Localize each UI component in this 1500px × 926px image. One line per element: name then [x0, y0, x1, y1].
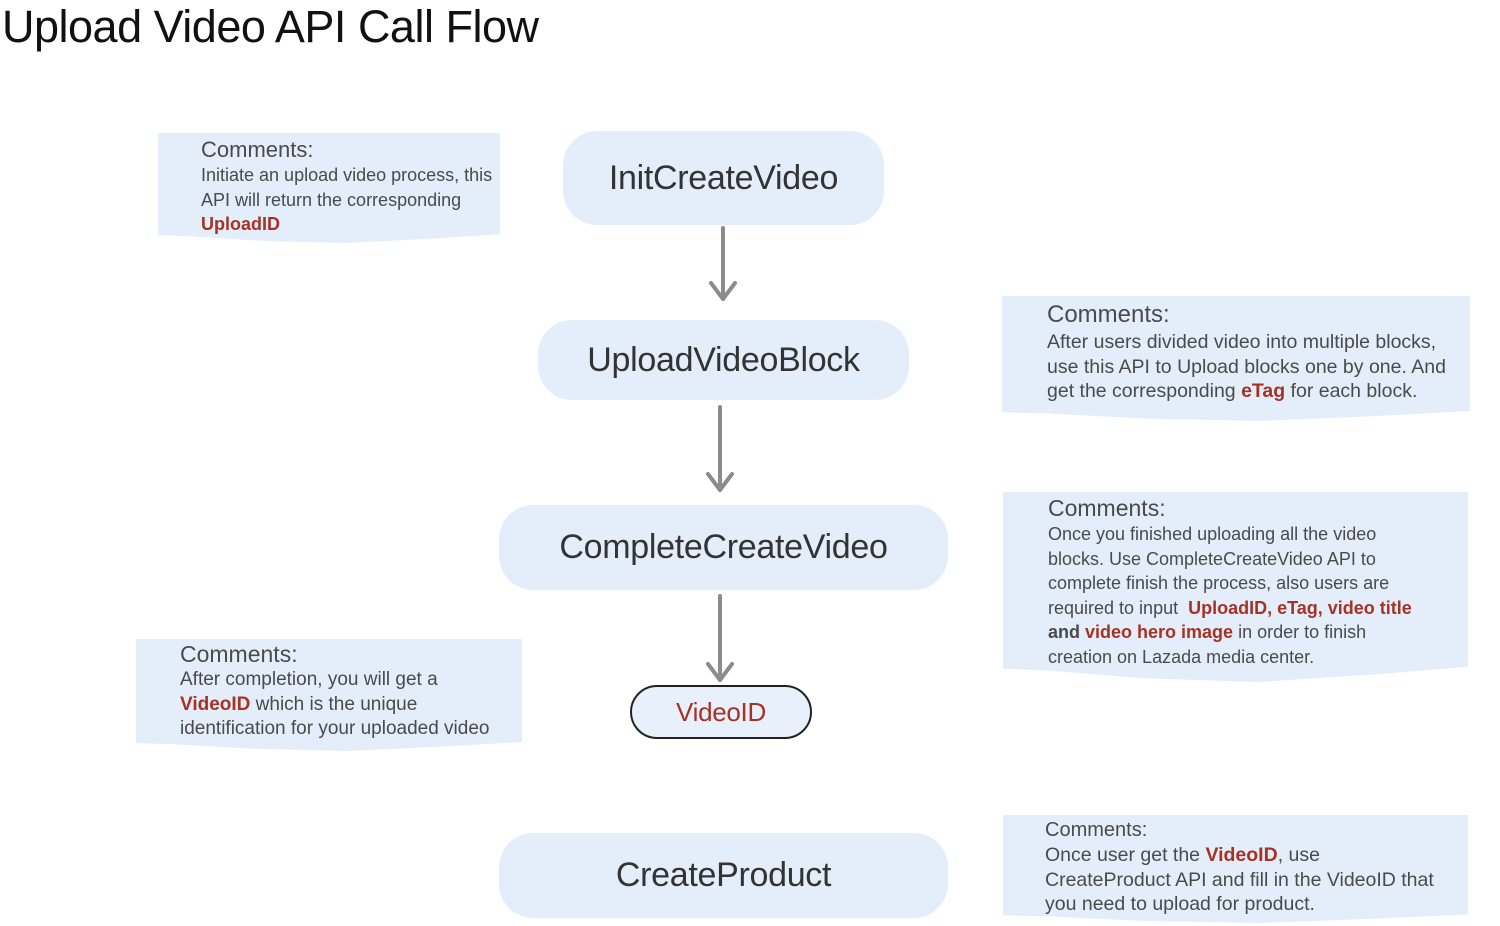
diagram-title: Upload Video API Call Flow — [2, 1, 539, 52]
comment-line: complete finish the process, also users … — [1048, 573, 1390, 593]
highlight-video-hero-image: video hero image — [1085, 622, 1234, 642]
comment-line: Once you finished uploading all the vide… — [1048, 524, 1377, 544]
comment-heading: Comments: — [1047, 301, 1170, 328]
comment-line: After users divided video into multiple … — [1047, 331, 1437, 353]
comment-complete-create-video: Comments: Once you finished uploading al… — [1003, 492, 1468, 682]
comment-heading: Comments: — [201, 137, 314, 162]
comment-line: use this API to Upload blocks one by one… — [1047, 355, 1446, 378]
comment-line: Initiate an upload video process, this — [201, 165, 493, 185]
highlight-etag: eTag — [1241, 380, 1286, 402]
comment-text: get the corresponding — [1047, 380, 1242, 402]
comment-upload-video-block: Comments: After users divided video into… — [1002, 296, 1470, 421]
node-video-id[interactable]: VideoID — [630, 685, 812, 739]
comment-text: Once user get the — [1045, 844, 1206, 866]
comment-create-product: Comments: Once user get the VideoID, use… — [1003, 815, 1468, 923]
comment-heading: Comments: — [1048, 495, 1166, 521]
comment-heading: Comments: — [1045, 819, 1148, 841]
comment-line: you need to upload for product. — [1045, 893, 1315, 915]
comment-text: required to input — [1048, 597, 1189, 618]
comment-text: which is the unique — [250, 693, 418, 715]
highlight-video-id: VideoID — [180, 693, 251, 715]
comment-init-create-video: Comments: Initiate an upload video proce… — [158, 133, 500, 243]
comment-text: , use — [1277, 844, 1320, 866]
comment-text-bold: and — [1048, 622, 1086, 642]
node-init-create-video[interactable]: InitCreateVideo — [563, 131, 884, 225]
highlight-video-id: VideoID — [1205, 844, 1278, 866]
node-complete-create-video[interactable]: CompleteCreateVideo — [499, 505, 948, 590]
arrow-complete-to-videoid — [706, 594, 734, 682]
highlight-required-inputs: UploadID, eTag, video title — [1188, 597, 1412, 618]
arrow-init-to-upload — [709, 226, 737, 301]
comment-line: blocks. Use CompleteCreateVideo API to — [1048, 548, 1376, 569]
highlight-upload-id: UploadID — [201, 214, 280, 234]
node-upload-video-block[interactable]: UploadVideoBlock — [538, 320, 909, 400]
arrow-upload-to-complete — [706, 405, 734, 492]
comment-line: creation on Lazada media center. — [1048, 646, 1315, 667]
node-create-product[interactable]: CreateProduct — [499, 833, 948, 918]
comment-heading: Comments: — [180, 641, 298, 667]
comment-line: identification for your uploaded video — [180, 718, 490, 739]
comment-text: in order to finish — [1233, 622, 1367, 642]
comment-video-id: Comments: After completion, you will get… — [136, 639, 522, 751]
comment-text: for each block. — [1285, 380, 1418, 402]
comment-line: CreateProduct API and fill in the VideoI… — [1045, 868, 1434, 891]
comment-line: After completion, you will get a — [180, 669, 438, 690]
comment-line: API will return the corresponding — [201, 189, 462, 210]
